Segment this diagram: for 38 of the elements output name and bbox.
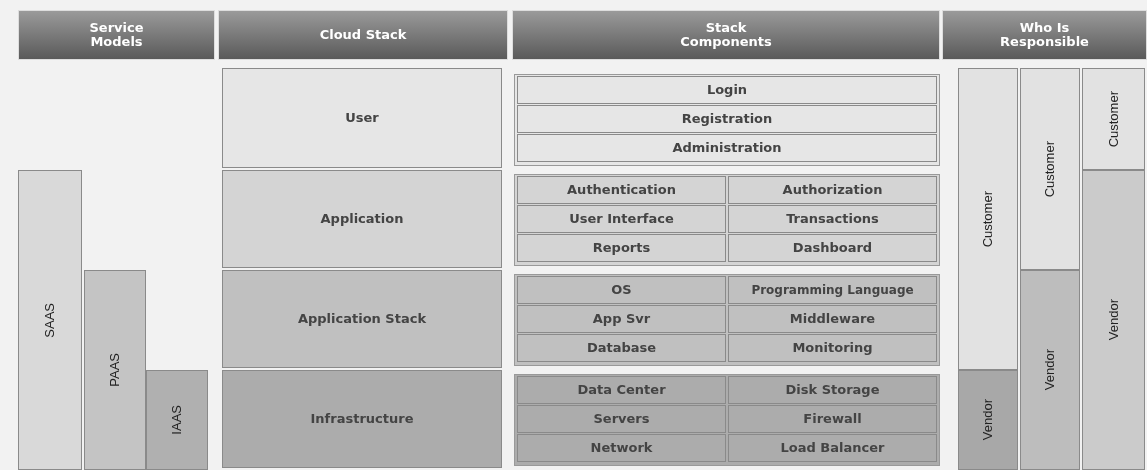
- responsibility-bar: Customer: [1082, 68, 1145, 170]
- component-cell: Registration: [517, 105, 937, 133]
- component-cell: Programming Language: [728, 276, 937, 304]
- column-header: Who Is Responsible: [942, 10, 1147, 60]
- component-cell: Authorization: [728, 176, 937, 204]
- component-cell: Network: [517, 434, 726, 462]
- component-cell: Monitoring: [728, 334, 937, 362]
- component-cell: User Interface: [517, 205, 726, 233]
- component-cell: Servers: [517, 405, 726, 433]
- component-cell: Middleware: [728, 305, 937, 333]
- service-model-bar: PAAS: [84, 270, 146, 470]
- component-cell: Administration: [517, 134, 937, 162]
- component-cell: Login: [517, 76, 937, 104]
- component-cell: Database: [517, 334, 726, 362]
- component-cell: Disk Storage: [728, 376, 937, 404]
- component-cell: App Svr: [517, 305, 726, 333]
- column-header: Cloud Stack: [218, 10, 508, 60]
- service-model-bar: SAAS: [18, 170, 82, 470]
- component-cell: Firewall: [728, 405, 937, 433]
- column-header: Service Models: [18, 10, 215, 60]
- responsibility-bar: Vendor: [1082, 170, 1145, 470]
- column-header: Stack Components: [512, 10, 940, 60]
- component-cell: Data Center: [517, 376, 726, 404]
- component-cell: Dashboard: [728, 234, 937, 262]
- stack-layer: User: [222, 68, 502, 168]
- component-cell: Authentication: [517, 176, 726, 204]
- component-cell: Transactions: [728, 205, 937, 233]
- service-model-bar: IAAS: [146, 370, 208, 470]
- component-cell: Load Balancer: [728, 434, 937, 462]
- responsibility-bar: Customer: [958, 68, 1018, 370]
- component-cell: OS: [517, 276, 726, 304]
- stack-layer: Infrastructure: [222, 370, 502, 468]
- responsibility-bar: Vendor: [1020, 270, 1080, 470]
- stack-layer: Application: [222, 170, 502, 268]
- responsibility-bar: Customer: [1020, 68, 1080, 270]
- component-cell: Reports: [517, 234, 726, 262]
- responsibility-bar: Vendor: [958, 370, 1018, 470]
- stack-layer: Application Stack: [222, 270, 502, 368]
